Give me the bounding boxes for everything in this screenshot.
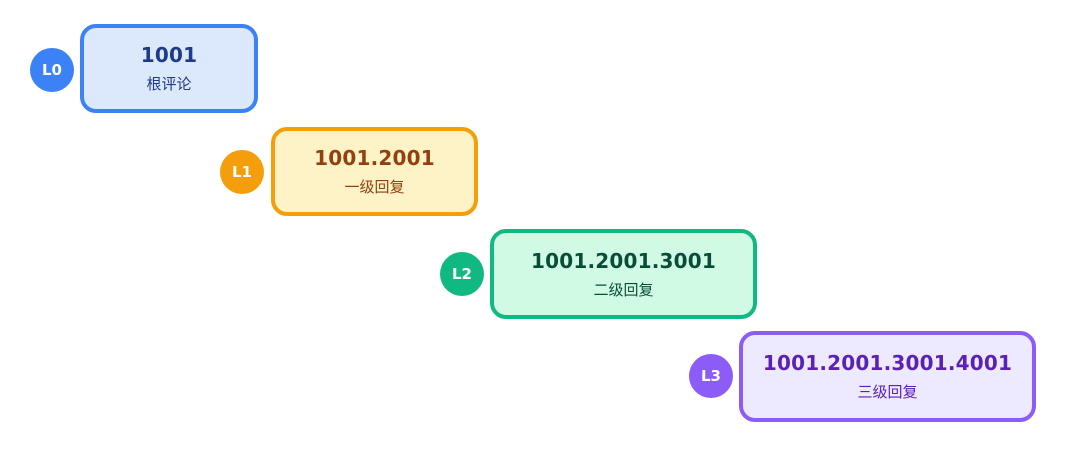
comment-path-id: 1001	[140, 43, 198, 67]
level-badge-text: L2	[452, 265, 472, 283]
comment-level-label: 二级回复	[593, 280, 654, 299]
level-badge-l3: L3	[689, 354, 733, 398]
level-badge-l0: L0	[30, 48, 74, 92]
level-badge-l1: L1	[220, 150, 264, 194]
comment-node-root: 1001 根评论	[80, 24, 258, 113]
comment-level-label: 一级回复	[344, 178, 405, 196]
level-badge-l2: L2	[440, 252, 484, 296]
comment-path-id: 1001.2001.3001.4001	[762, 351, 1013, 375]
level-badge-text: L0	[42, 61, 62, 79]
comment-level-label: 三级回复	[857, 383, 918, 401]
comment-node-level-3: 1001.2001.3001.4001 三级回复	[739, 331, 1036, 422]
level-badge-text: L1	[232, 163, 252, 181]
comment-node-level-1: 1001.2001 一级回复	[271, 127, 478, 216]
comment-path-id: 1001.2001	[314, 146, 435, 170]
comment-level-label: 根评论	[146, 75, 192, 93]
comment-path-id: 1001.2001.3001	[531, 248, 716, 273]
level-badge-text: L3	[701, 367, 721, 385]
comment-node-level-2: 1001.2001.3001 二级回复	[490, 229, 757, 319]
